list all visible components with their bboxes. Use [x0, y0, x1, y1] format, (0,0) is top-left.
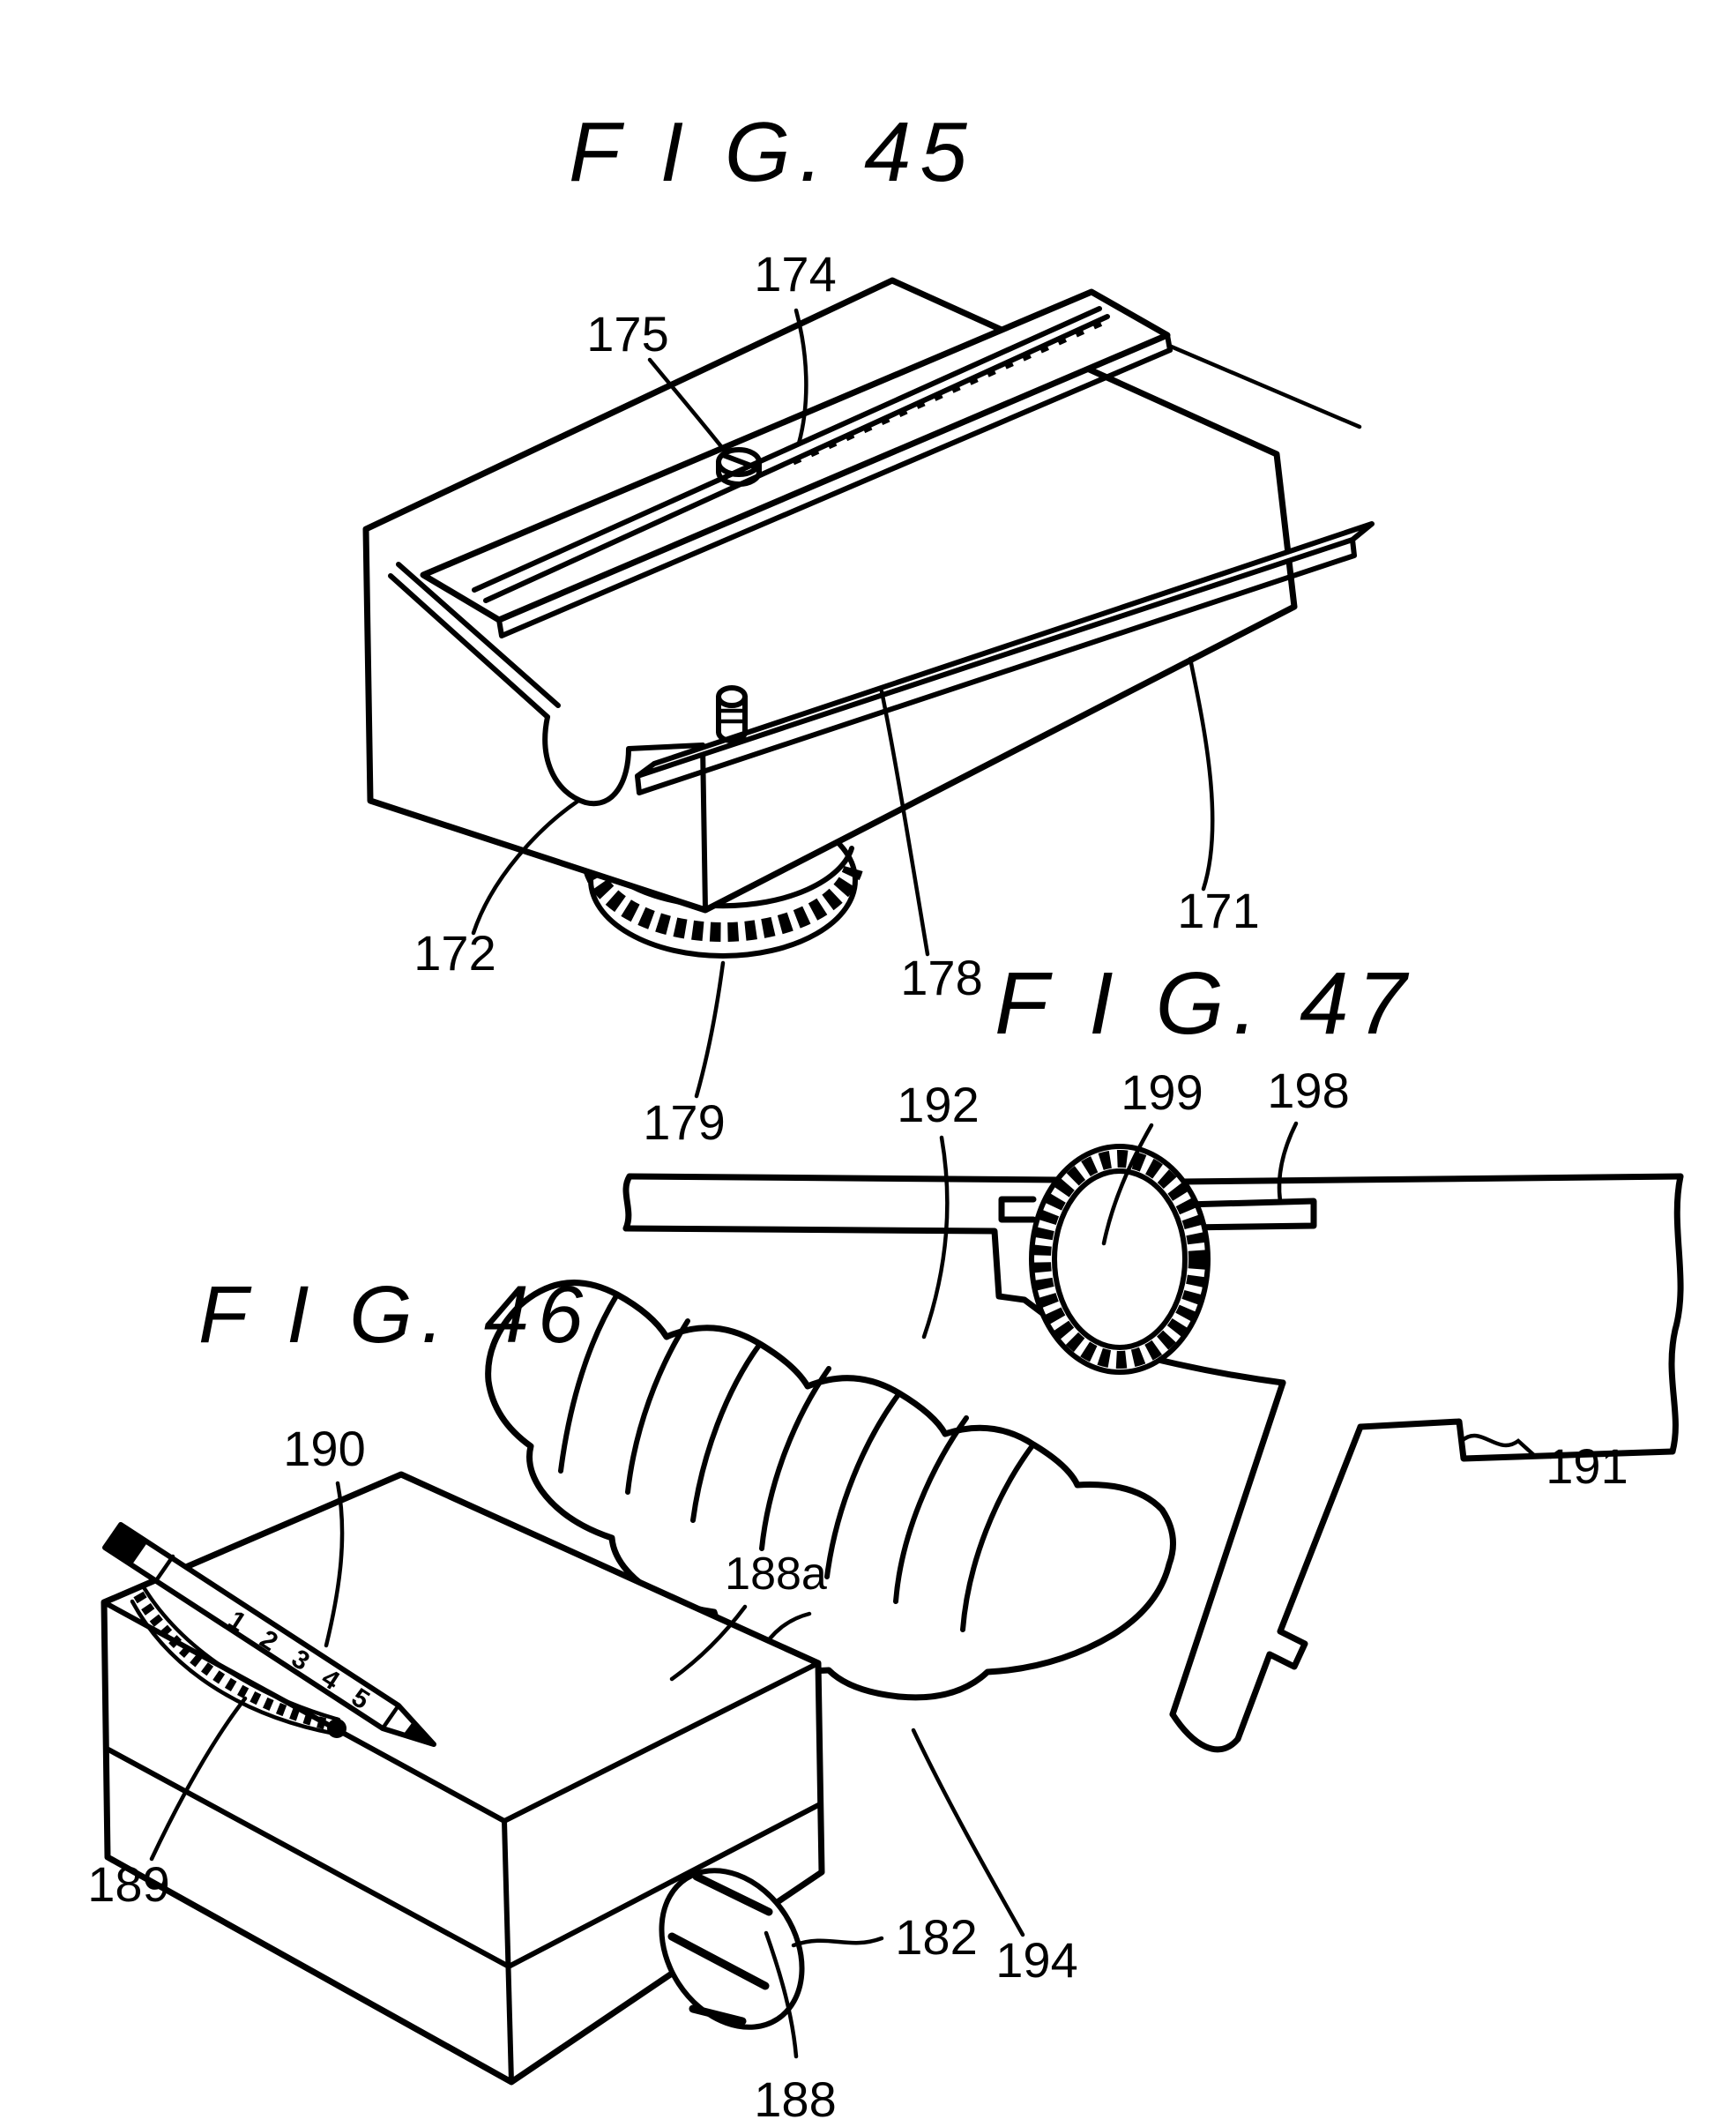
leader-192 [921, 1135, 950, 1340]
blade-edge-line [1166, 343, 1362, 429]
ring-knurl-band [1033, 1150, 1206, 1369]
fig46-title: F I G. 46 [198, 1270, 592, 1360]
figure-45: F I G. 45 174 175 171 178 172 179 [362, 105, 1375, 1150]
arm-broken-end [1169, 1711, 1241, 1753]
leader-190 [324, 1481, 345, 1648]
fig45-body-outline [362, 277, 1298, 914]
ref-label-199: 199 [1121, 1064, 1203, 1120]
plate-slot-line-1 [472, 306, 1102, 593]
strip-198 [1182, 1198, 1317, 1231]
ref-label-198: 198 [1267, 1063, 1349, 1118]
cover-plate-thickness [496, 332, 1173, 638]
pencil-tail-cap [105, 1525, 148, 1564]
fig46-block-outline [101, 1471, 825, 2086]
leader-188 [764, 1930, 799, 2059]
ref-label-192: 192 [897, 1077, 979, 1132]
fig45-title: F I G. 45 [569, 105, 976, 199]
arm-left-edge [1169, 1379, 1286, 1718]
lower-plate-thickness [635, 537, 1357, 795]
plate-slot-line-2 [483, 314, 1110, 603]
ref-label-178: 178 [900, 950, 982, 1005]
leader-174 [793, 308, 808, 446]
ref-label-188a: 188a [725, 1549, 827, 1600]
fig46-front-edge [502, 1818, 514, 2085]
ref-label-172: 172 [414, 925, 495, 981]
slotted-screw-175 [716, 447, 762, 487]
plate-top-edge [1178, 1173, 1684, 1185]
pencil-gauge-190: 1 2 3 4 5 [102, 1522, 436, 1747]
indicator-window-189 [130, 1585, 346, 1738]
leader-199 [1101, 1123, 1154, 1246]
ref-label-188: 188 [754, 2071, 836, 2127]
fig47-title: F I G. 47 [995, 954, 1415, 1053]
bar-tab [998, 1196, 1037, 1223]
ref-label-182: 182 [895, 1909, 977, 1965]
pencil-body [102, 1522, 436, 1747]
support-bar-192 [622, 1173, 1066, 1319]
plate-broken-edge [1668, 1173, 1684, 1455]
ring-inner [1052, 1168, 1188, 1350]
leader-198 [1277, 1121, 1299, 1204]
leader-191 [1459, 1433, 1539, 1459]
arm-right-edge [1234, 1423, 1364, 1743]
leader-189 [149, 1696, 248, 1862]
leader-179 [694, 960, 726, 1099]
fig45-step-edge-top [396, 562, 561, 708]
ref-label-179: 179 [643, 1094, 725, 1150]
ref-label-175: 175 [586, 306, 668, 362]
fig45-step-edge-bottom [388, 573, 550, 720]
pencil-collar-line [380, 1703, 401, 1731]
fig46-split-line [106, 1747, 823, 1969]
pencil-tip [404, 1720, 434, 1744]
bore-hole-182 [659, 1868, 805, 2030]
fig45-notch [542, 714, 705, 807]
knurled-ring-199 [1029, 1144, 1211, 1375]
ref-label-189: 189 [87, 1856, 169, 1912]
leader-175 [647, 357, 729, 456]
ref-label-171: 171 [1177, 883, 1259, 938]
ref-label-190: 190 [283, 1421, 365, 1476]
leader-178 [879, 689, 930, 957]
ref-label-191: 191 [1546, 1438, 1628, 1494]
wheel-knurl-band [583, 865, 863, 943]
leader-188a [669, 1604, 748, 1682]
ref-label-174: 174 [754, 246, 836, 302]
pencil-band-line [154, 1554, 175, 1582]
set-screw-178 [716, 685, 748, 743]
leader-172 [471, 798, 581, 936]
leader-182 [791, 1936, 884, 1948]
figure-46: 1 2 3 4 5 F I G. 46 190 188a 189 182 188 [87, 1270, 977, 2127]
leader-171 [1188, 656, 1215, 892]
ref-label-194: 194 [995, 1932, 1077, 1988]
leader-194 [911, 1728, 1025, 1937]
